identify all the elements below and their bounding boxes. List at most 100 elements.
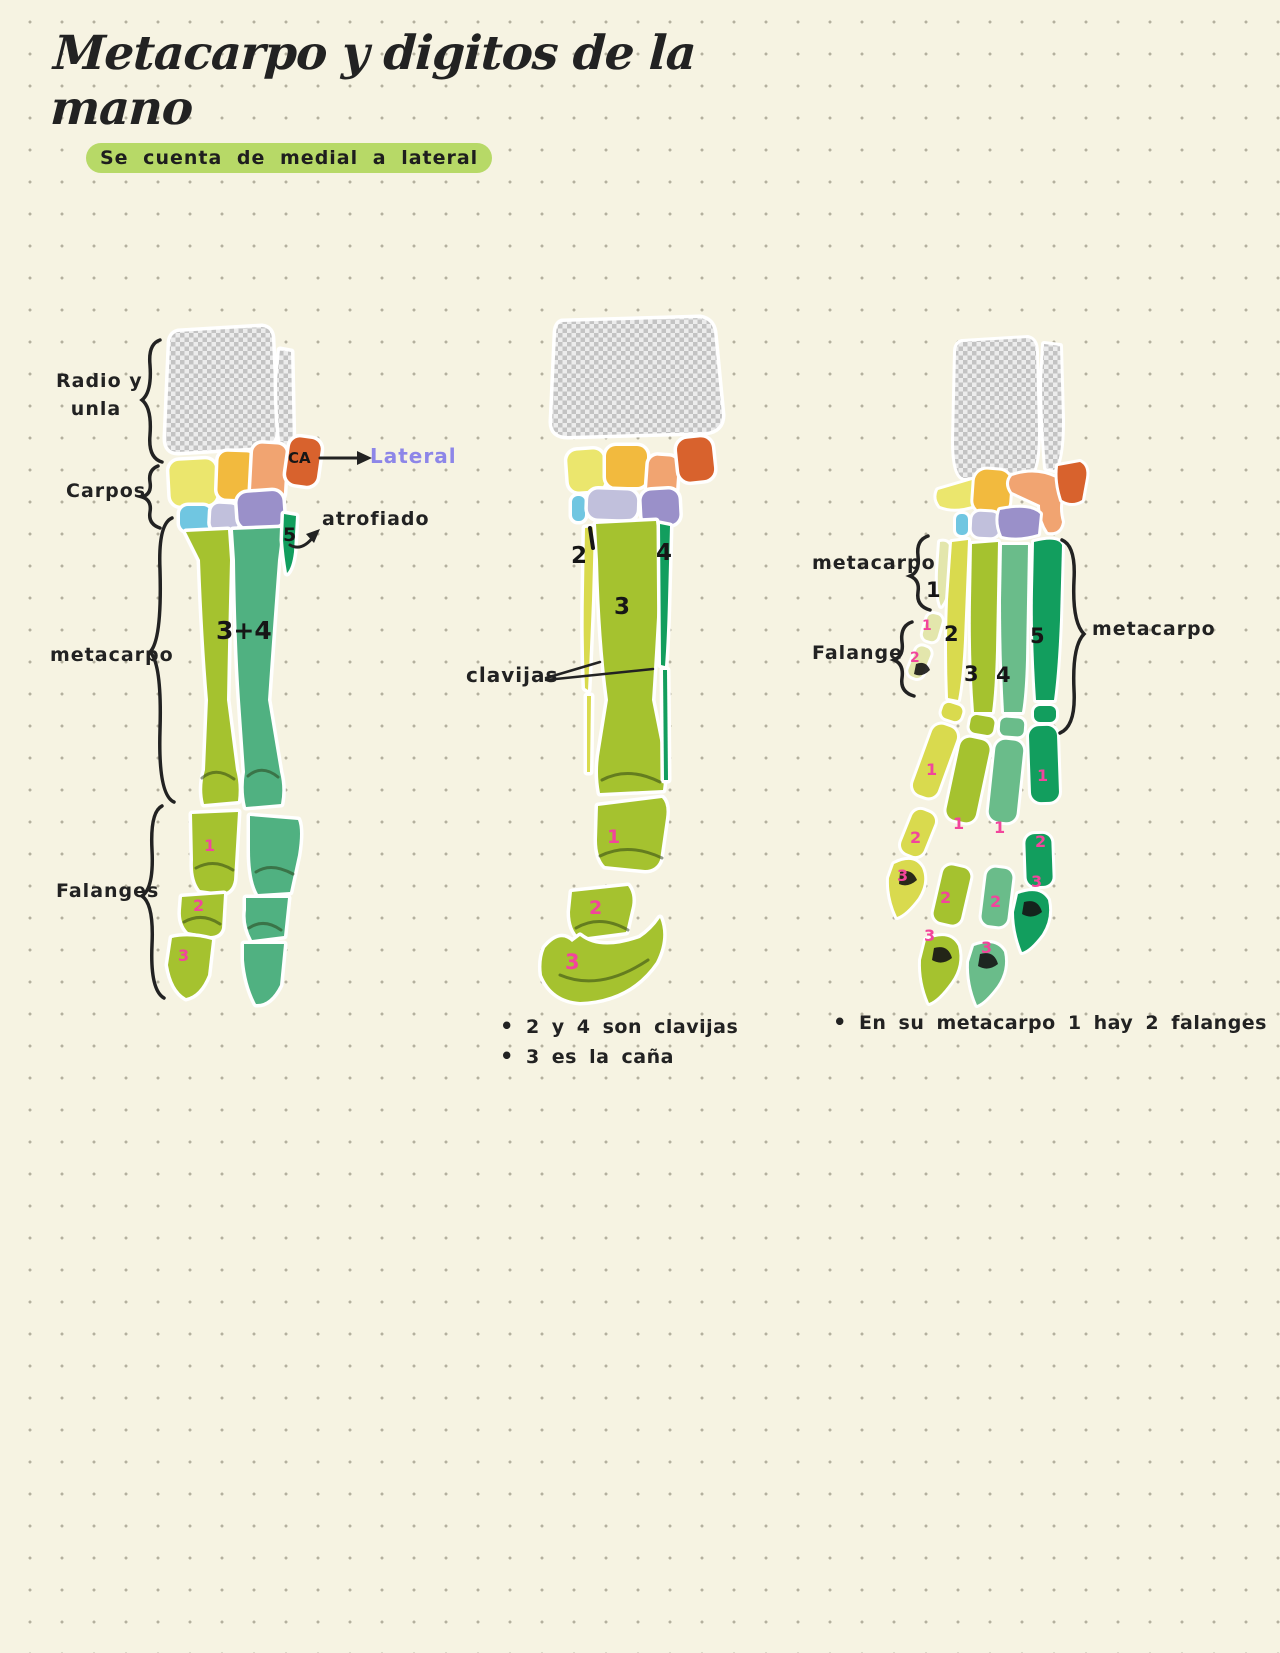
left-metacarpal-4 xyxy=(229,524,286,811)
lateral-arrowhead xyxy=(357,451,372,465)
left-metacarpal-5-atrophied xyxy=(279,510,300,577)
label-lateral: Lateral xyxy=(370,444,457,468)
clavijas-pointer-lower xyxy=(544,667,655,682)
right-digit2-sesamoid xyxy=(938,699,966,725)
right-digit4-claw xyxy=(965,940,1009,1008)
middle-radius-bone xyxy=(548,314,726,440)
falanges-brace xyxy=(138,804,166,1000)
right-digit2-p2-number: 2 xyxy=(910,828,922,847)
left-phalanx2-lateral xyxy=(242,894,292,944)
clavijas-pointer-upper xyxy=(544,660,602,680)
middle-cannon3-number: 3 xyxy=(614,594,631,620)
middle-splint-bone-4-tip xyxy=(659,666,672,784)
right-metacarpo-brace xyxy=(1058,538,1087,735)
label-carpos: Carpos xyxy=(66,480,147,502)
left-carpal-yellow xyxy=(165,455,221,510)
right-mc2-number: 2 xyxy=(944,622,959,646)
middle-splint-bone-2 xyxy=(580,523,598,694)
right-falange-brace xyxy=(889,620,916,698)
label-radio-unla-line2: unla xyxy=(70,398,122,420)
right-carpal-lavender xyxy=(968,508,1003,541)
left-phalanx1-lateral xyxy=(246,812,304,898)
note-metacarpo1-falanges: En su metacarpo 1 hay 2 falanges xyxy=(833,1010,1267,1034)
diagram-middle-equine-limb xyxy=(537,314,726,1006)
right-digit2-phalanx2 xyxy=(897,806,939,860)
right-metacarpal-4 xyxy=(998,542,1031,715)
right-digit2-p3-number: 3 xyxy=(897,866,909,885)
radio-unla-brace xyxy=(139,338,164,464)
right-digit4-phalanx1 xyxy=(985,736,1027,826)
right-digit3-phalanx2 xyxy=(930,862,974,928)
label-radio-unla-line1: Radio y xyxy=(56,370,143,392)
diagram-right-pig-limb xyxy=(885,335,1090,1008)
carpos-brace xyxy=(135,464,162,530)
highlighted-note: Se cuenta de medial a lateral xyxy=(86,143,493,173)
right-digit5-phalanx2 xyxy=(1022,830,1056,890)
right-metacarpal-5 xyxy=(1029,536,1065,703)
right-digit3-phalanx1 xyxy=(943,734,993,826)
middle-carpal-yellow xyxy=(563,445,609,496)
label-metacarpal5-number: 5 xyxy=(283,524,297,546)
label-metacarpo-right-diagram: metacarpo xyxy=(1092,618,1216,640)
right-digit3-p2-number: 2 xyxy=(940,888,952,907)
right-digit1-phalanx2-number: 2 xyxy=(910,650,920,666)
label-falanges: Falanges xyxy=(56,880,160,902)
middle-crease-marks xyxy=(558,526,664,983)
label-clavijas: clavijas xyxy=(466,663,559,687)
right-digit1-phalanx1 xyxy=(919,610,945,645)
right-digit4-p3-number: 3 xyxy=(981,938,993,957)
right-digit5-p2-number: 2 xyxy=(1035,832,1047,851)
right-digit3-claw xyxy=(917,933,963,1006)
right-digit2-claw xyxy=(885,856,928,920)
right-digit4-phalanx2 xyxy=(978,864,1016,930)
right-metacarpal-2 xyxy=(944,537,971,703)
right-digit5-phalanx1 xyxy=(1026,722,1062,806)
right-digit3-p3-number: 3 xyxy=(924,926,936,945)
metacarpo-left-brace xyxy=(147,516,176,804)
label-metacarpo1-right-diagram: metacarpo xyxy=(812,552,936,574)
arrowheads xyxy=(306,451,372,543)
right-claw-marks xyxy=(899,662,1042,969)
right-mc5-number: 5 xyxy=(1030,624,1045,648)
right-digit1-phalanx1-number: 1 xyxy=(922,618,932,634)
right-radius-bone xyxy=(951,335,1041,481)
right-carpal-teal-sliver xyxy=(953,511,971,538)
diagram-left-bovine-limb xyxy=(162,323,325,1008)
right-mc1-number: 1 xyxy=(926,578,941,602)
note-clavijas: 2 y 4 son clavijas xyxy=(500,1014,738,1038)
right-metacarpal-3 xyxy=(967,539,1001,715)
right-carpal-purple xyxy=(995,504,1043,541)
middle-splint-bone-4 xyxy=(656,520,674,670)
label-fused-3-4: 3+4 xyxy=(216,616,272,645)
label-ca-bone: CA xyxy=(288,449,311,467)
right-digit5-p3-number: 3 xyxy=(1031,872,1043,891)
middle-phalanx1-number: 1 xyxy=(607,826,621,848)
left-phalanx3-medial xyxy=(164,932,216,1002)
label-atrofiado: atrofiado xyxy=(322,508,430,530)
left-crease-marks xyxy=(182,768,295,932)
left-carpal-blue xyxy=(176,502,215,535)
left-radius-bone xyxy=(162,323,280,456)
middle-splint2-number: 2 xyxy=(571,543,588,569)
right-digit4-p1-number: 1 xyxy=(994,818,1006,837)
right-carpal-darkorange xyxy=(1054,459,1090,506)
middle-phalanx3-number: 3 xyxy=(565,950,580,974)
middle-carpal-lavender xyxy=(584,486,641,524)
atrofiado-arrowhead xyxy=(306,529,320,543)
annotation-strokes xyxy=(135,338,1087,1000)
middle-carpal-amber xyxy=(602,442,651,491)
label-falange-right-diagram: Falange xyxy=(812,642,904,664)
middle-splint-bone-2-tip xyxy=(583,692,595,776)
right-digit2-phalanx1 xyxy=(909,721,961,801)
right-digit5-claw xyxy=(1011,888,1053,955)
left-phalanx1-number: 1 xyxy=(204,836,216,855)
left-phalanx3-number: 3 xyxy=(178,946,190,965)
middle-carpal-accessory xyxy=(673,433,718,486)
right-mc4-number: 4 xyxy=(996,663,1011,687)
right-digit4-sesamoid xyxy=(996,714,1028,740)
middle-phalanx2-number: 2 xyxy=(589,897,603,919)
label-metacarpo-left-diagram: metacarpo xyxy=(50,644,174,666)
page-title: Metacarpo y digitos de la mano xyxy=(49,26,697,136)
middle-carpal-teal-sliver xyxy=(568,492,589,525)
